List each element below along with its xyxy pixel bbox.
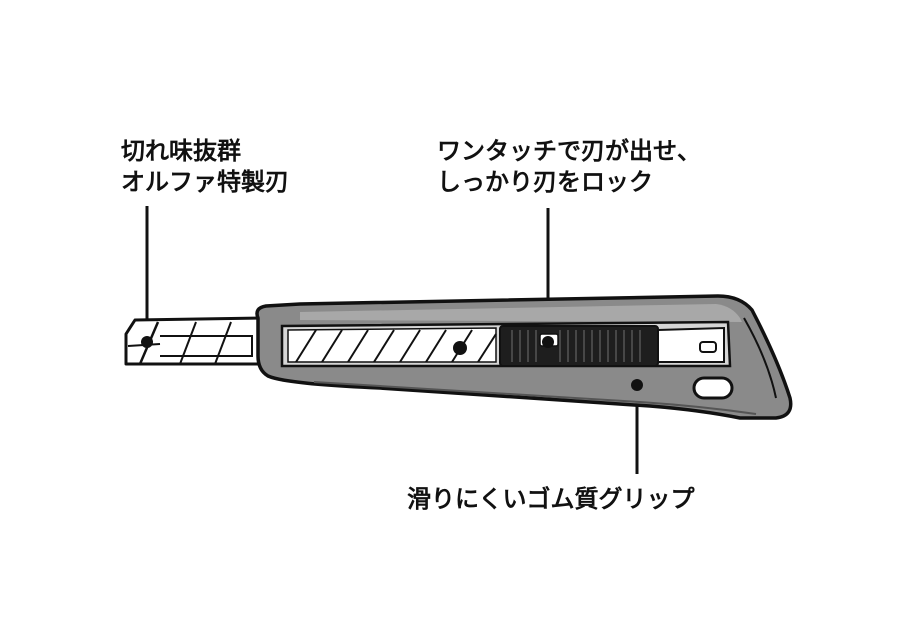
blade-pivot-dot	[453, 341, 467, 355]
blade-callout-line2: オルファ特製刃	[121, 168, 289, 196]
grip-leader-dot	[631, 379, 643, 391]
slider-lock	[499, 325, 659, 367]
blade-callout: 切れ味抜群 オルファ特製刃	[121, 136, 289, 198]
lock-callout: ワンタッチで刃が出せ、 しっかり刃をロック	[437, 136, 701, 198]
lock-callout-line2: しっかり刃をロック	[437, 168, 653, 196]
grip-callout: 滑りにくいゴム質グリップ	[407, 484, 695, 515]
blade-callout-line1: 切れ味抜群	[121, 137, 241, 165]
blade-leader-dot	[141, 336, 153, 348]
lock-leader-dot	[542, 336, 554, 348]
lock-callout-line1: ワンタッチで刃が出せ、	[437, 137, 701, 165]
grip-callout-line1: 滑りにくいゴム質グリップ	[407, 485, 695, 513]
